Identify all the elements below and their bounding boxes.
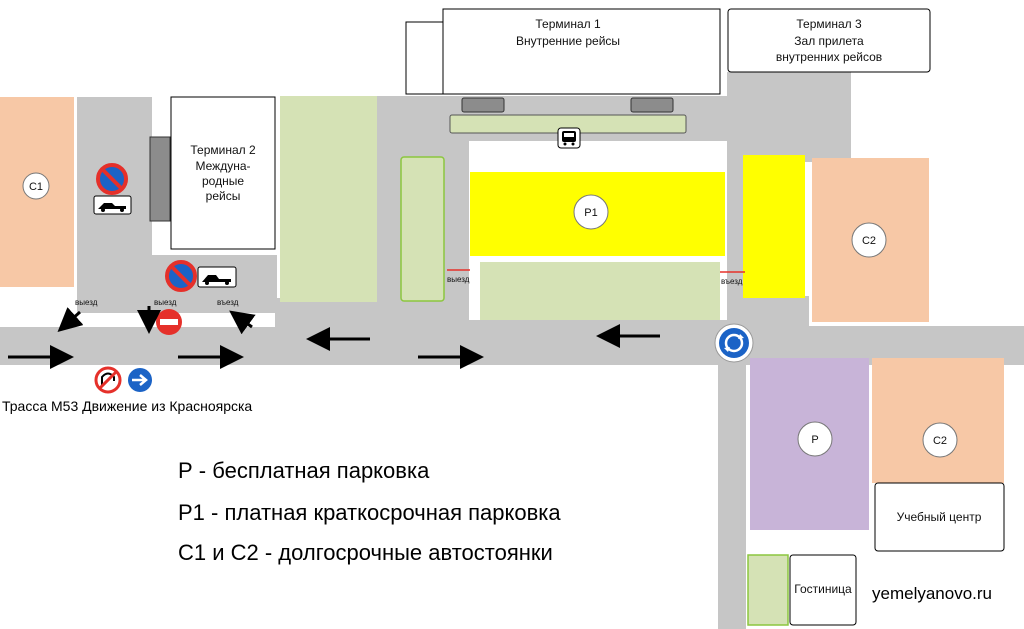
terminal-2: Терминал 2 Междуна- родные рейсы: [149, 96, 276, 250]
terminal-1: Терминал 1 Внутренние рейсы: [405, 8, 721, 95]
terminal-2-name: Терминал 2: [190, 143, 256, 157]
zone-c2-right-marker: C2: [851, 222, 887, 258]
bus-stop-icon: [557, 127, 581, 149]
tow-truck-icon: [197, 266, 237, 288]
green-area-4: [747, 554, 789, 626]
green-area-2: [400, 156, 445, 302]
training-center-label: Учебный центр: [897, 510, 982, 524]
keep-right-sign-icon: [128, 368, 152, 392]
legend-item-free: Р - бесплатная парковка: [178, 458, 430, 483]
no-u-turn-sign-icon: [94, 366, 122, 394]
zone-p1-east: [743, 155, 805, 298]
hotel: Гостиница: [789, 554, 857, 626]
terminal-3: Терминал 3 Зал прилета внутренних рейсов: [727, 8, 931, 73]
zone-p1-marker: P1: [573, 194, 609, 230]
jet-bridge-left: [461, 97, 505, 113]
svg-text:P: P: [811, 434, 818, 446]
exit-label-mid: выезд: [154, 298, 177, 307]
legend-item-long-term: С1 и С2 - долгосрочные автостоянки: [178, 540, 553, 565]
terminal-3-name: Терминал 3: [796, 17, 862, 31]
svg-text:P1: P1: [584, 207, 597, 219]
entry-label-mid: въезд: [217, 298, 239, 307]
zone-c2-bottom: [872, 358, 1004, 483]
terminal-1-name: Терминал 1: [535, 17, 601, 31]
svg-text:C2: C2: [933, 435, 947, 447]
terminal-2-line3: родные: [202, 174, 244, 188]
zone-c2-bottom-marker: C2: [922, 422, 958, 458]
training-center: Учебный центр: [874, 482, 1005, 552]
no-parking-sign-icon: [96, 163, 128, 195]
jet-bridge-right: [630, 97, 674, 113]
website-link[interactable]: yemelyanovo.ru: [872, 584, 993, 603]
svg-text:C1: C1: [29, 181, 43, 193]
tow-truck-icon: [93, 195, 132, 215]
terminal-2-line4: рейсы: [206, 189, 241, 203]
entry-label-p1: въезд: [721, 277, 743, 286]
hotel-label: Гостиница: [794, 582, 852, 596]
roundabout-sign-icon: [714, 323, 754, 363]
svg-text:C2: C2: [862, 235, 876, 247]
no-parking-sign-icon: [165, 260, 197, 292]
terminal-2-line2: Междуна-: [196, 159, 251, 173]
no-entry-sign-icon: [156, 309, 182, 335]
zone-p-marker: P: [797, 421, 833, 457]
green-area-1: [280, 96, 377, 302]
exit-label-p1: выезд: [447, 275, 470, 284]
terminal-3-line3: внутренних рейсов: [776, 50, 882, 64]
exit-label-left: выезд: [75, 298, 98, 307]
traffic-arrows: [8, 306, 660, 369]
legend-item-paid: Р1 - платная краткосрочная парковка: [178, 500, 561, 525]
terminal-1-sub: Внутренние рейсы: [516, 34, 620, 48]
highway-label: Трасса М53 Движение из Красноярска: [2, 398, 253, 414]
green-area-3: [480, 262, 720, 320]
zone-c1-marker: C1: [22, 172, 50, 200]
terminal-3-line2: Зал прилета: [794, 34, 864, 48]
